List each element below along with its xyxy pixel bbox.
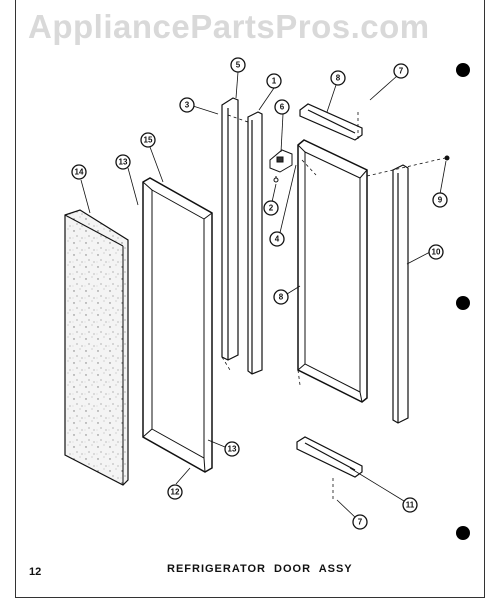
- part-insulation-panel: [64, 209, 129, 486]
- callout-marker: [140, 132, 156, 148]
- callout-marker: [224, 441, 240, 457]
- callout-label: 8: [279, 293, 284, 302]
- callout-label: 6: [280, 103, 285, 112]
- callout-label: 13: [119, 158, 128, 167]
- callout-marker: [179, 97, 195, 113]
- callout-marker: [266, 73, 282, 89]
- leader-lines: [80, 71, 447, 520]
- page-frame: [15, 0, 485, 598]
- callout-marker: [330, 70, 346, 86]
- callout-marker: [393, 63, 409, 79]
- page-number: 12: [29, 566, 42, 578]
- callout-marker: [274, 99, 290, 115]
- callout-marker: [167, 484, 183, 500]
- watermark-logo: AppliancePartsPros.com: [28, 8, 430, 45]
- callout-label: 2: [269, 204, 274, 213]
- callout-marker: [428, 244, 444, 260]
- callout-label: 14: [75, 168, 84, 177]
- callout-label: 12: [171, 488, 180, 497]
- part-bottom-bracket: [296, 436, 363, 478]
- callout-label: 10: [432, 248, 441, 257]
- callout-label: 7: [358, 518, 363, 527]
- callout-marker: [402, 497, 418, 513]
- part-hinge: [269, 149, 293, 183]
- part-screw: [444, 155, 450, 161]
- callout-marker: [115, 154, 131, 170]
- callout-marker: [269, 231, 285, 247]
- callout-label: 15: [144, 136, 153, 145]
- callout-label: 13: [228, 445, 237, 454]
- callout-marker: [71, 164, 87, 180]
- callout-label: 11: [406, 501, 415, 510]
- part-strip-1: [247, 111, 263, 375]
- callout-marker: [230, 57, 246, 73]
- callout-label: 4: [275, 235, 280, 244]
- part-outer-door-frame: [297, 139, 368, 403]
- diagram-title: REFRIGERATOR DOOR ASSY: [167, 563, 353, 575]
- callout-label: 3: [185, 101, 190, 110]
- callout-label: 8: [336, 74, 341, 83]
- binder-hole: [456, 63, 470, 77]
- part-side-strip-10: [392, 164, 409, 424]
- part-top-bracket: [299, 103, 363, 141]
- callout-marker: [352, 514, 368, 530]
- callout-marker: [273, 289, 289, 305]
- alignment-lines: [221, 112, 446, 500]
- callout-label: 1: [272, 77, 277, 86]
- callout-label: 9: [438, 196, 443, 205]
- callout-marker: [432, 192, 448, 208]
- part-strip-3: [221, 97, 239, 361]
- callout-marker: [263, 200, 279, 216]
- binder-hole: [456, 526, 470, 540]
- callout-markers: [71, 57, 448, 530]
- callout-label: 5: [236, 61, 241, 70]
- callout-label: 7: [399, 67, 404, 76]
- part-liner-frame: [142, 177, 213, 473]
- binder-hole: [456, 296, 470, 310]
